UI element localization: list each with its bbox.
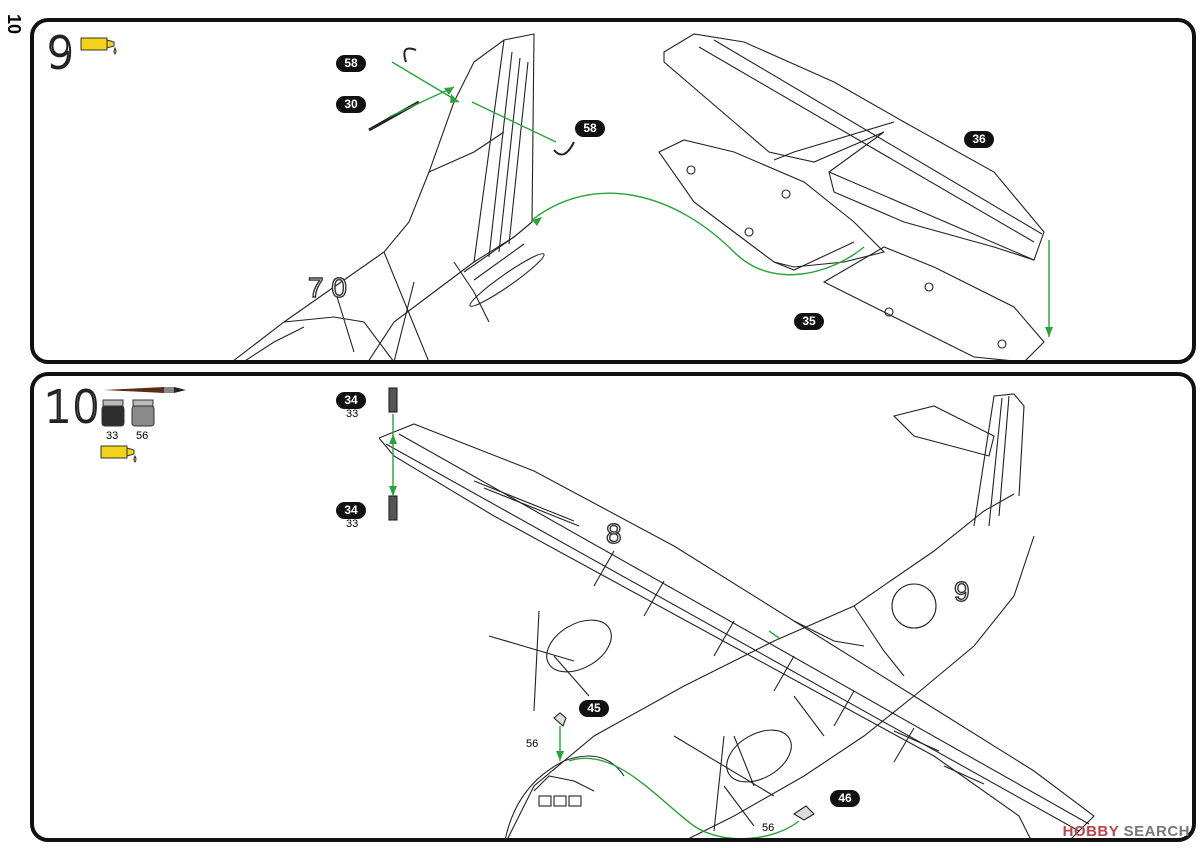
decal-7-0: 7 0 [307,271,347,303]
step-10-number: 10 [43,382,101,433]
part-45-tag: 45 [579,700,609,717]
paintbrush-icon [104,387,186,393]
part-36-tag: 36 [964,131,994,148]
step-9-panel: 9 [30,18,1196,364]
decal-9: 9 [953,575,970,607]
part-58-tag-right: 58 [575,120,605,137]
part-34-color-bottom: 33 [346,518,359,530]
part-46-color: 56 [762,822,775,834]
paint-33-label: 33 [106,430,119,442]
part-46-tag: 46 [830,790,860,807]
decal-8: 8 [605,517,622,549]
page-number: 10 [4,13,25,35]
glue-icon [80,37,117,55]
watermark-brand-grey: SEARCH [1123,823,1190,840]
paint-pot-56-icon [131,399,155,427]
glue-icon [100,445,137,463]
step-10-drawing [378,387,1095,838]
watermark: HOBBY SEARCH [1063,823,1190,840]
part-34-tag-bottom: 34 [336,502,366,519]
step-9-number: 9 [45,28,75,79]
part-34-color-top: 33 [346,408,359,420]
step-9-drawing [233,33,1053,360]
watermark-brand-red: HOBBY [1062,823,1119,840]
step-10-panel: 10 33 56 [30,372,1196,842]
part-45-color: 56 [526,738,539,750]
part-58-tag-left: 58 [336,55,366,72]
paint-pot-33-icon [101,399,125,427]
part-34-tag-top: 34 [336,392,366,409]
part-30-tag: 30 [336,96,366,113]
paint-56-label: 56 [136,430,149,442]
part-35-tag: 35 [794,313,824,330]
